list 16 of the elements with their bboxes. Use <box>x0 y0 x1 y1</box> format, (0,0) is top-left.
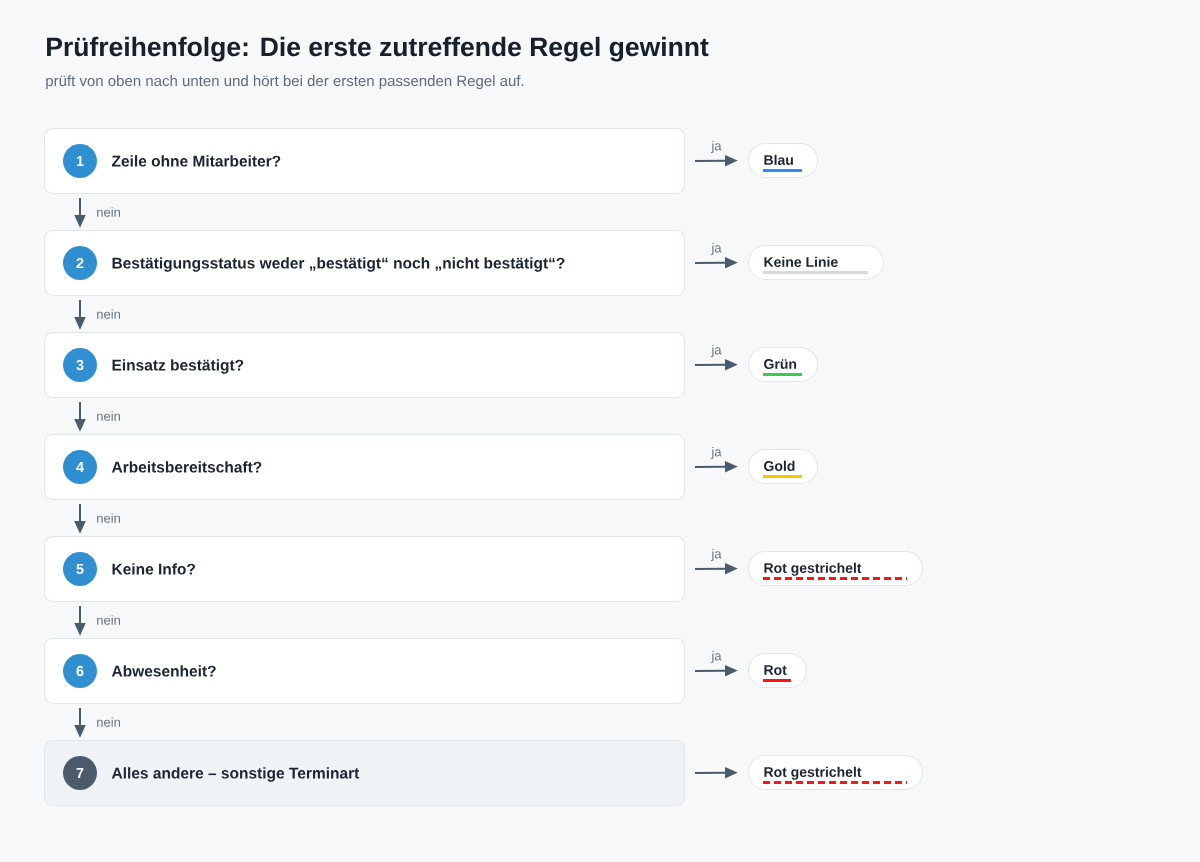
edge-label: nein <box>97 513 120 523</box>
edge-label: ja <box>711 242 722 255</box>
edge-label: ja <box>711 650 722 663</box>
title: Prüfreihenfolge: Die erste zutreffende Regel gewinnt <box>47 36 709 62</box>
result-pill: Rot gestrichelt <box>748 551 923 586</box>
edge-label: ja <box>711 548 722 561</box>
edge-label: nein <box>97 411 120 421</box>
edge-label: ja <box>711 140 722 153</box>
edge-label: nein <box>97 717 120 727</box>
edge-label: nein <box>97 207 120 217</box>
subtitle: prüft von oben nach unten und hört bei der ersten passenden Regel auf. <box>46 75 524 90</box>
edge-label: nein <box>97 309 120 319</box>
edge-label: ja <box>711 344 722 357</box>
edge-label: nein <box>97 615 120 625</box>
edge-label: ja <box>711 446 722 459</box>
result-pill: Rot gestrichelt <box>748 755 923 790</box>
